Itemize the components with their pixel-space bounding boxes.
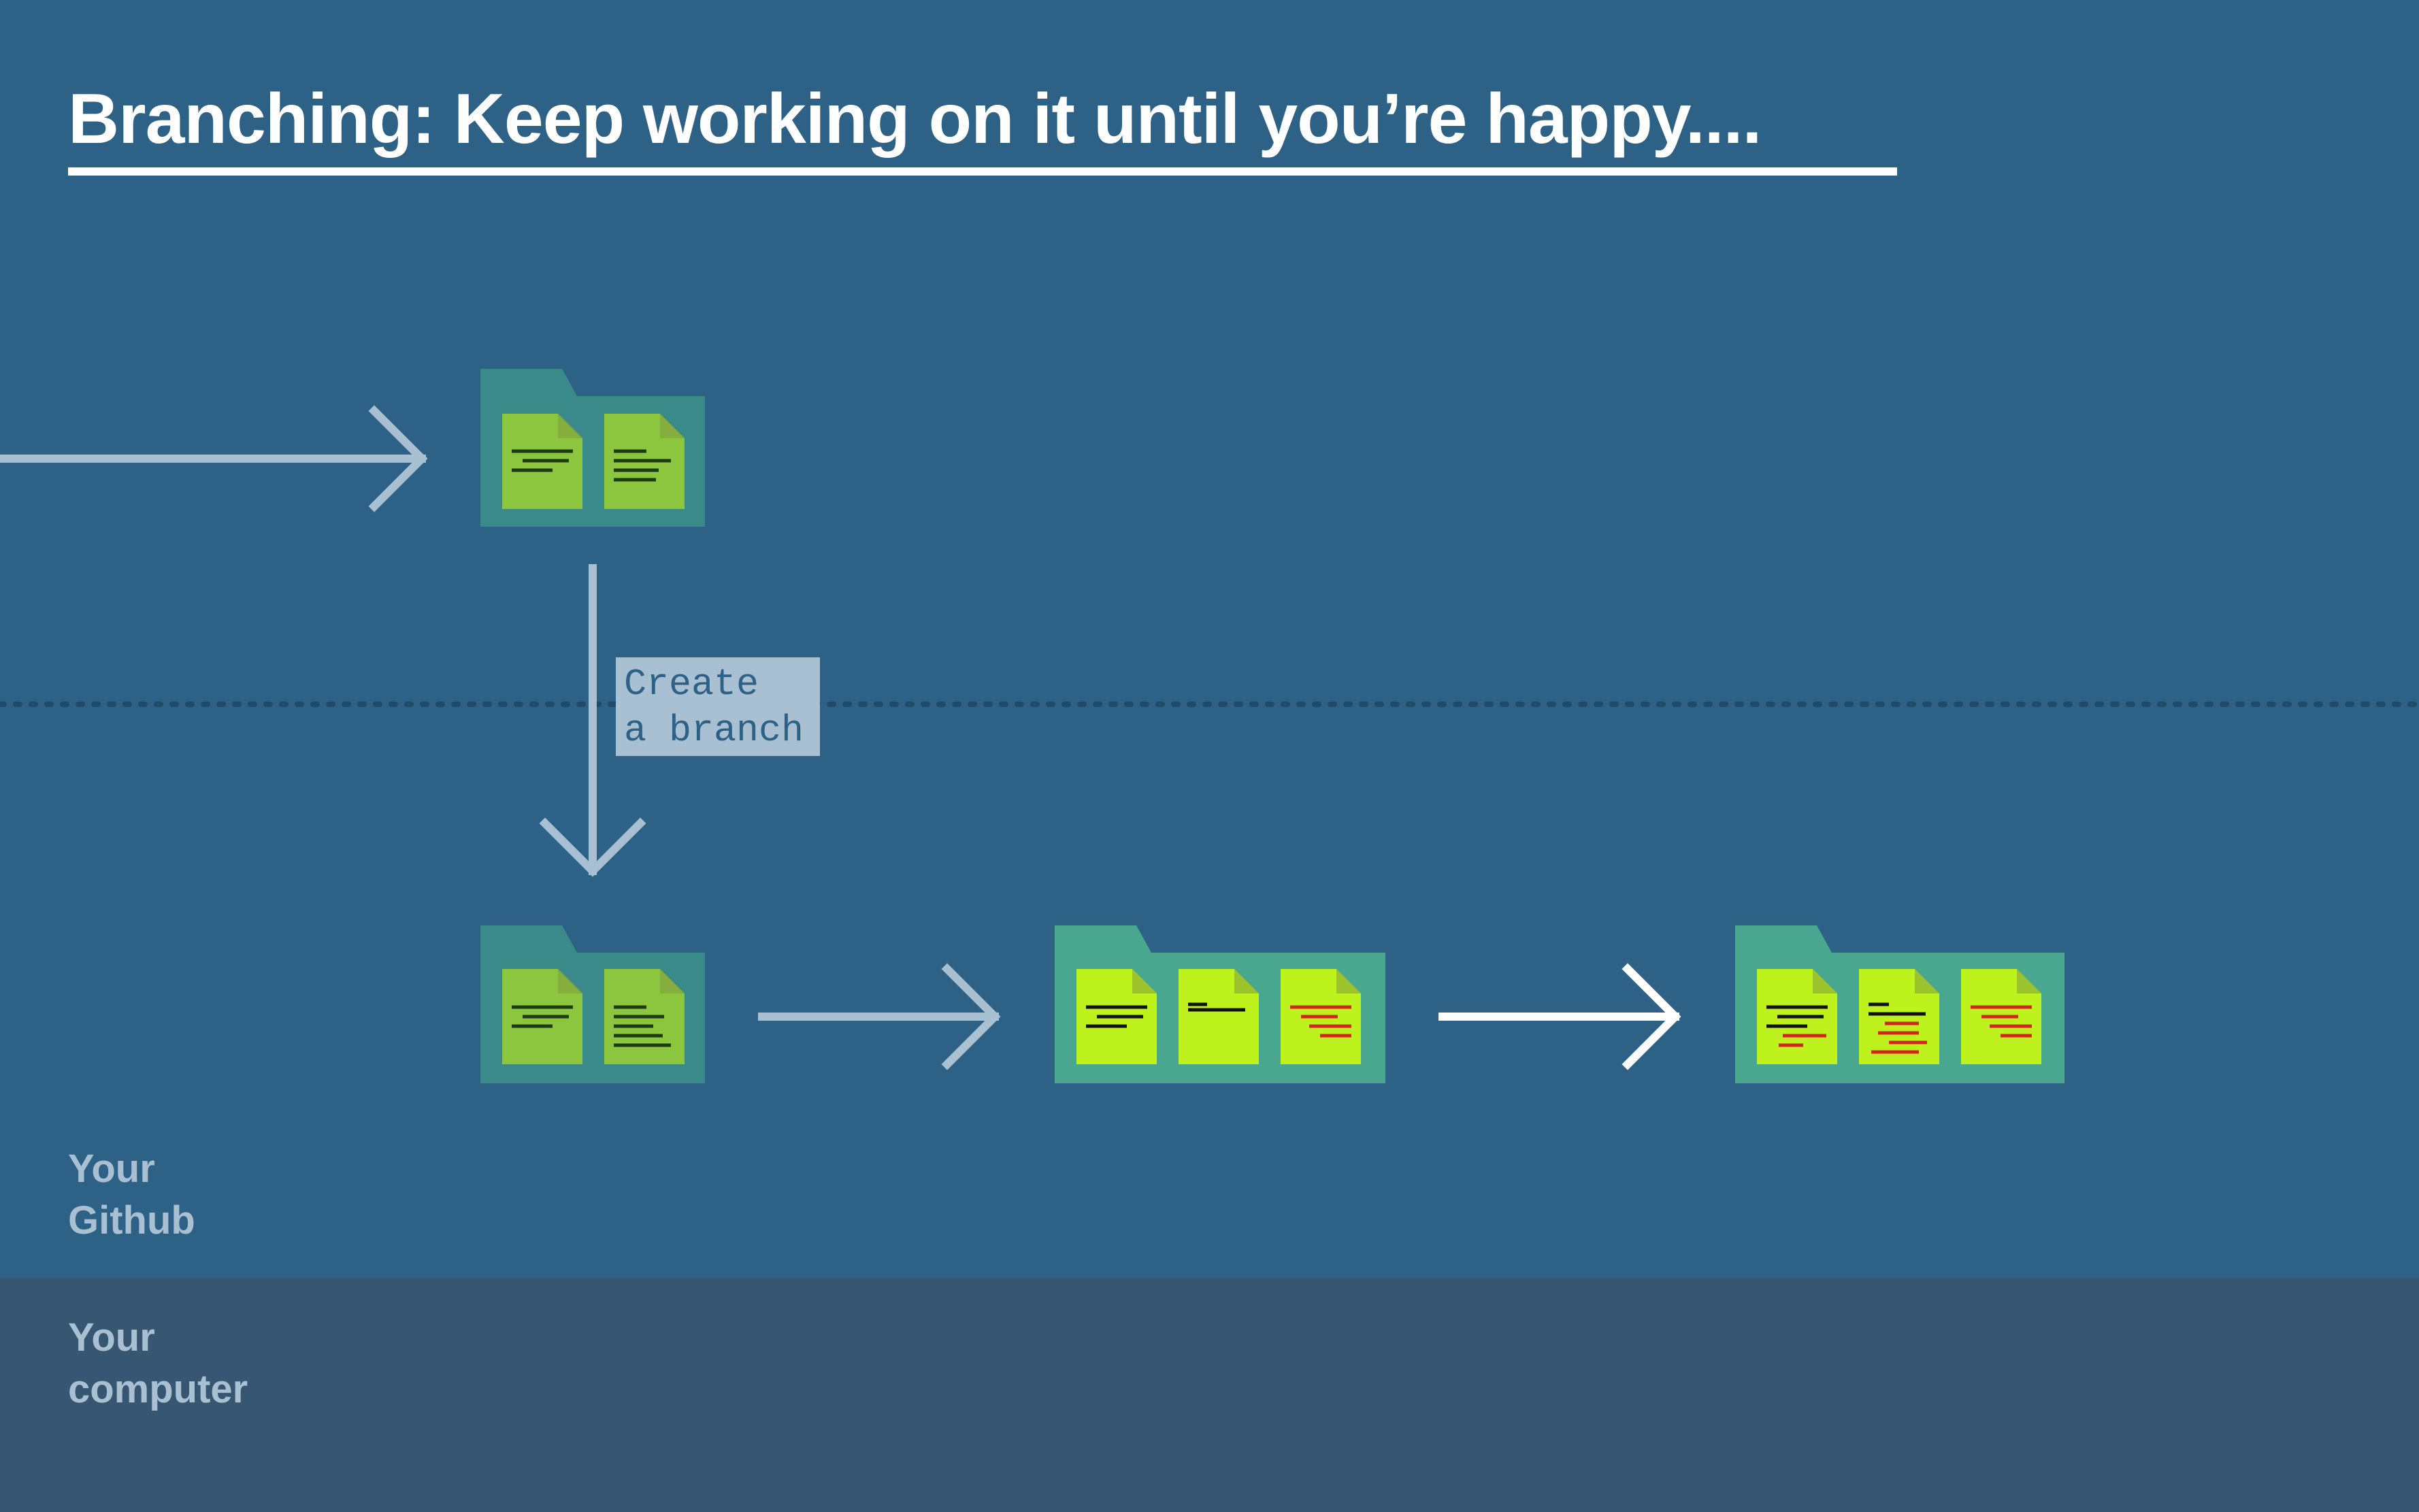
branch-folder-1 [480, 925, 705, 1083]
title-underline [68, 167, 1897, 176]
progress-arrow-1 [758, 963, 1001, 1070]
file-icon [1859, 969, 1939, 1064]
create-branch-arrow [539, 564, 646, 877]
branch-folder-2 [1055, 925, 1385, 1083]
create-branch-label: Create a branch [616, 657, 820, 756]
branch-folder-3 [1735, 925, 2064, 1083]
your-github-label: Your Github [68, 1147, 195, 1243]
your-computer-zone [0, 1278, 2419, 1512]
main-repo-folder [480, 369, 705, 527]
your-computer-label: Your computer [68, 1315, 248, 1411]
file-icon [1179, 969, 1259, 1064]
progress-arrow-2 [1438, 963, 1681, 1070]
slide-title: Branching: Keep working on it until you’… [68, 80, 1762, 159]
incoming-arrow [0, 405, 428, 512]
